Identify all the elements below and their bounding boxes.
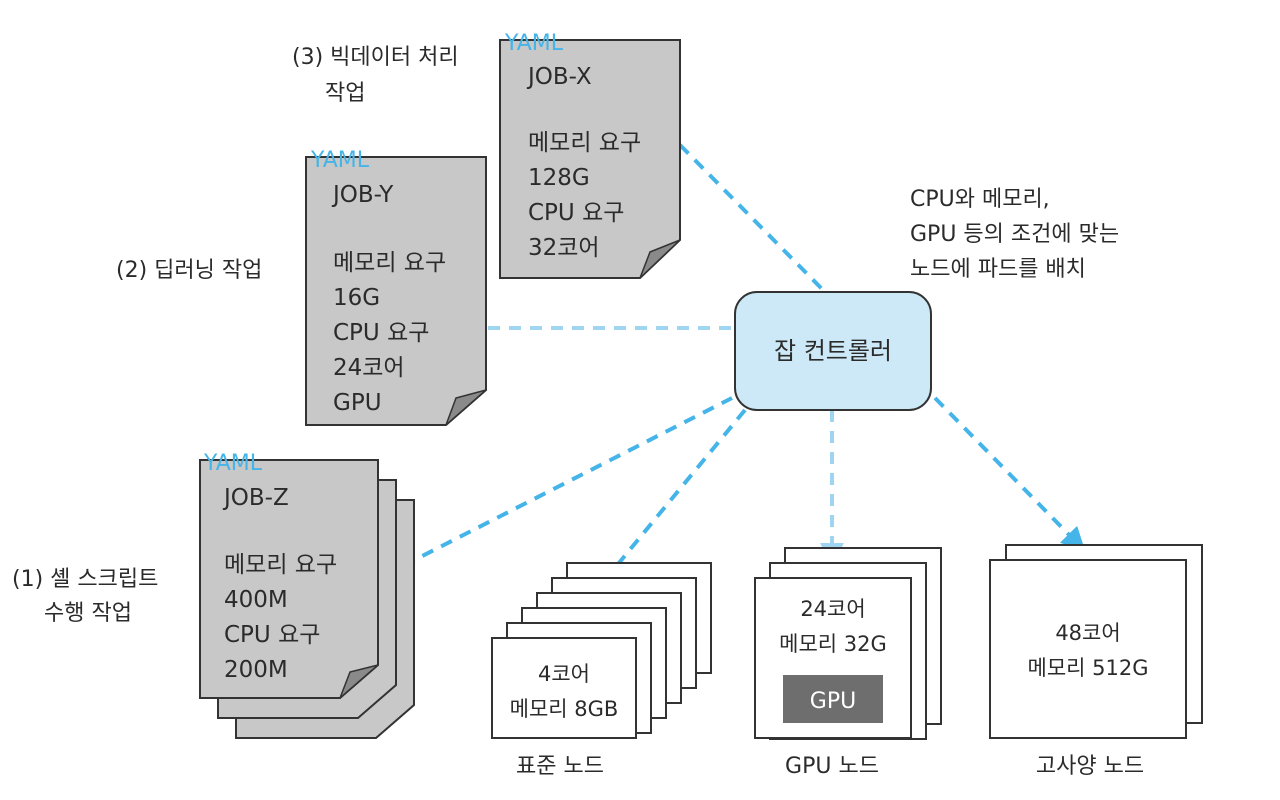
job-y-document: YAML JOB-Y 메모리 요구 16G CPU 요구 24코어 GPU <box>305 148 487 426</box>
standard-node-stack: 4코어 메모리 8GB <box>491 562 712 739</box>
job-z-caption: 수행 작업 <box>44 601 132 626</box>
job-x-line: CPU 요구 <box>528 200 624 226</box>
job-z-line: 메모리 요구 <box>224 552 337 578</box>
high-spec-node-stack: 48코어 메모리 512G <box>989 544 1203 739</box>
job-y-line: CPU 요구 <box>333 320 429 346</box>
note-line: GPU 등의 조건에 맞는 <box>910 222 1119 247</box>
gpu-node-caption: GPU 노드 <box>785 754 879 779</box>
gpu-node-spec: 24코어 <box>800 597 865 621</box>
connector-job-z <box>384 396 733 577</box>
job-x-caption: (3) 빅데이터 처리 <box>292 45 459 70</box>
standard-node-spec: 4코어 <box>538 662 590 686</box>
scheduling-note: CPU와 메모리, GPU 등의 조건에 맞는 노드에 파드를 배치 <box>910 187 1119 282</box>
job-z-line: CPU 요구 <box>224 622 320 648</box>
connector-job-x <box>678 143 827 294</box>
high-spec-node-spec: 메모리 512G <box>1028 656 1149 680</box>
gpu-node-spec: 메모리 32G <box>779 632 887 656</box>
job-x-name: JOB-X <box>526 64 592 90</box>
job-x-line: 32코어 <box>528 235 600 261</box>
job-x-caption: 작업 <box>325 81 365 106</box>
job-z-document-stack: YAML JOB-Z 메모리 요구 400M CPU 요구 200M <box>199 451 415 739</box>
standard-node-caption: 표준 노드 <box>516 754 604 779</box>
gpu-chip <box>783 675 883 723</box>
job-y-line: GPU <box>333 390 382 416</box>
job-x-yaml-tag: YAML <box>504 31 564 56</box>
job-controller-label: 잡 컨트롤러 <box>774 337 892 365</box>
note-line: 노드에 파드를 배치 <box>910 257 1086 282</box>
job-y-line: 16G <box>333 285 380 311</box>
high-spec-node-caption: 고사양 노드 <box>1036 754 1144 779</box>
job-z-name: JOB-Z <box>222 485 289 511</box>
job-x-line: 128G <box>528 165 590 191</box>
job-y-line: 24코어 <box>333 355 405 381</box>
job-y-line: 메모리 요구 <box>333 250 446 276</box>
job-z-line: 400M <box>224 587 288 613</box>
job-z-yaml-tag: YAML <box>203 451 263 476</box>
standard-node-spec: 메모리 8GB <box>510 697 619 721</box>
gpu-chip-label: GPU <box>810 689 856 714</box>
job-x-document: YAML JOB-X 메모리 요구 128G CPU 요구 32코어 <box>499 31 681 279</box>
note-line: CPU와 메모리, <box>910 187 1050 212</box>
job-z-caption: (1) 셸 스크립트 <box>12 567 158 592</box>
job-x-line: 메모리 요구 <box>528 130 641 156</box>
arrow-to-high-spec-node <box>933 396 1086 552</box>
high-spec-node-spec: 48코어 <box>1055 621 1120 645</box>
job-y-yaml-tag: YAML <box>310 148 370 173</box>
gpu-node-stack: 24코어 메모리 32G GPU <box>754 547 942 740</box>
job-z-line: 200M <box>224 657 288 683</box>
job-y-caption: (2) 딥러닝 작업 <box>116 258 262 283</box>
job-y-name: JOB-Y <box>331 182 394 208</box>
job-controller: 잡 컨트롤러 <box>734 291 932 411</box>
